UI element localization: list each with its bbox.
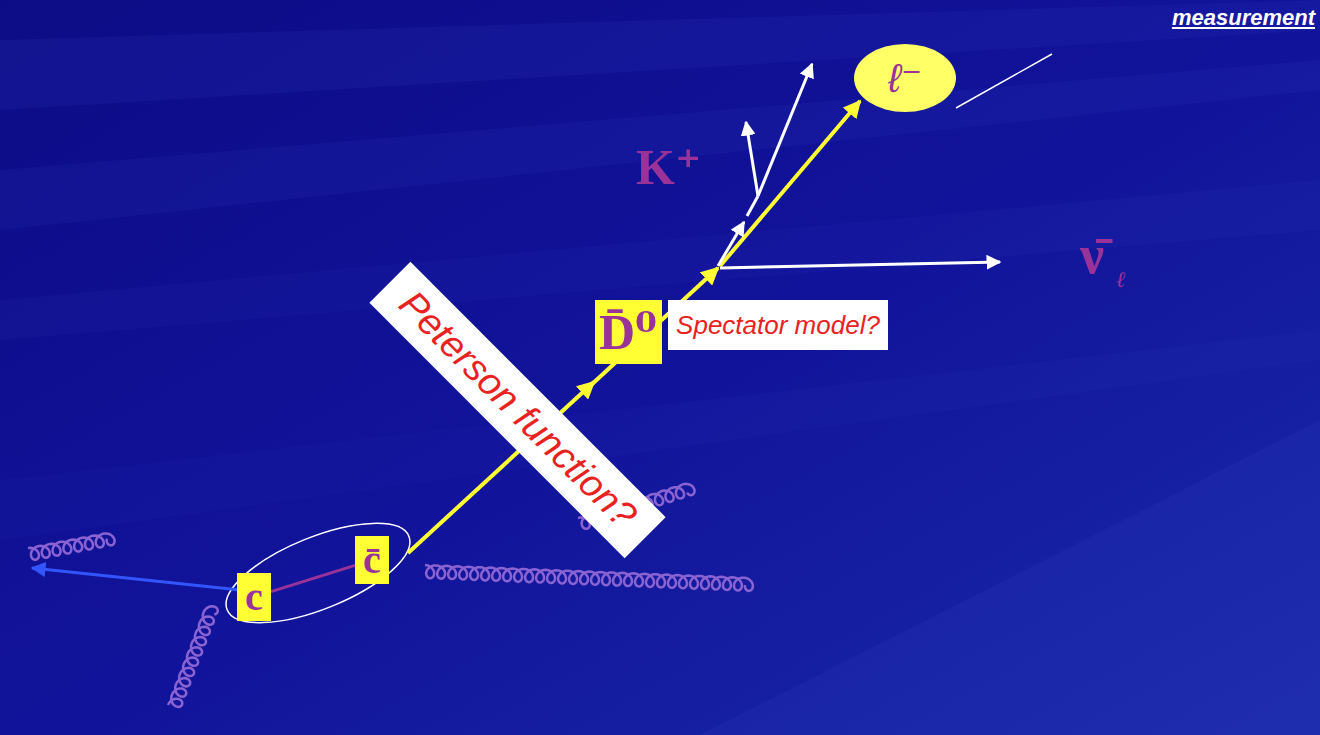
- leader-line: [956, 54, 1052, 108]
- meson-box: D̄⁰: [595, 300, 662, 364]
- node-text: c: [245, 575, 263, 619]
- neutrino-track: [720, 262, 1000, 268]
- quark-box: c̄: [355, 536, 389, 584]
- pair-connector: [271, 565, 355, 591]
- node-text: Spectator model?: [676, 311, 880, 340]
- kaon-track: [746, 122, 758, 196]
- measurement-note: measurement: [1172, 6, 1315, 30]
- gluon-coil: [425, 565, 753, 591]
- node-text: ℓ⁻: [888, 56, 922, 100]
- ellipse-fill: [854, 44, 956, 112]
- particle-label: K⁺: [636, 140, 701, 195]
- kaon-track: [718, 222, 744, 266]
- lepton-track: [720, 101, 860, 266]
- kaon-track: [758, 64, 812, 196]
- quark-box: c: [237, 573, 271, 621]
- question-box: Spectator model?: [668, 300, 888, 350]
- gluon-coil: [168, 606, 218, 707]
- background-streak: [700, 420, 1320, 735]
- kaon-track: [747, 196, 758, 216]
- node-text: c̄: [363, 538, 381, 582]
- quark-arrow: [32, 568, 240, 590]
- gluon-coil: [28, 533, 115, 559]
- lepton-ellipse: ℓ⁻: [853, 43, 957, 113]
- subscript-label: ℓ: [1116, 268, 1125, 292]
- pair-ellipse: [214, 503, 423, 643]
- node-text: D̄⁰: [599, 305, 657, 360]
- particle-label: ν̄: [1080, 226, 1104, 285]
